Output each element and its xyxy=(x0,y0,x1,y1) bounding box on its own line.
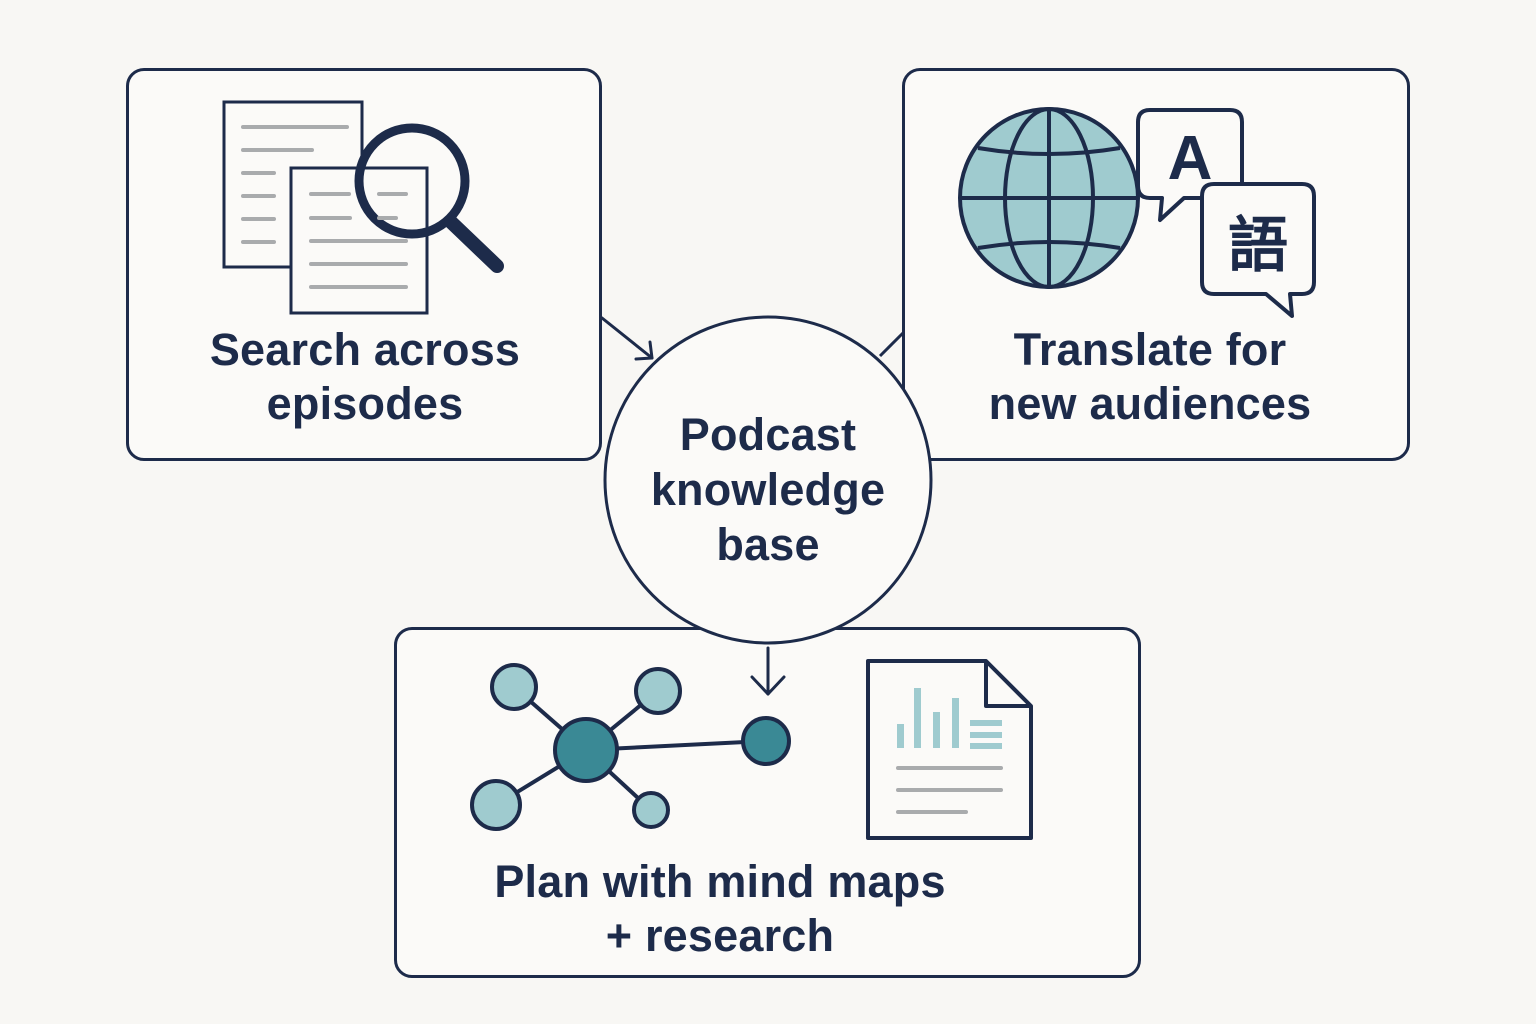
mind-map-center-node xyxy=(553,717,619,783)
hub-circle xyxy=(603,315,933,645)
search-label-line1: Search across xyxy=(209,324,521,375)
mind-map-node xyxy=(490,663,538,711)
hub-label-line1: Podcast xyxy=(679,409,857,460)
hub-label-line3: base xyxy=(716,518,820,570)
bubble-latin-text: A xyxy=(1168,124,1213,193)
translate-panel-label: Translate for new audiences xyxy=(925,323,1375,431)
plan-label-line1: Plan with mind maps xyxy=(494,856,946,907)
mind-map-node xyxy=(632,791,670,829)
bubble-cjk-text: 語 xyxy=(1228,211,1288,281)
report-document-icon xyxy=(866,659,1033,840)
connector-hub-to-translate xyxy=(878,330,906,358)
search-panel-label: Search across episodes xyxy=(150,323,580,431)
connector-hub-to-plan xyxy=(750,646,786,696)
globe-icon xyxy=(958,107,1140,289)
translate-label-line1: Translate for xyxy=(1013,324,1287,375)
search-label-line2: episodes xyxy=(266,378,464,429)
translate-label-line2: new audiences xyxy=(988,378,1312,429)
mind-map-icon xyxy=(470,663,791,831)
connector-search-to-hub xyxy=(600,316,654,361)
mind-map-node xyxy=(634,667,682,715)
mind-map-node xyxy=(470,779,522,831)
plan-panel-label: Plan with mind maps + research xyxy=(440,855,1000,963)
speech-bubble-cjk: 語 xyxy=(1200,182,1316,318)
mind-map-node xyxy=(741,716,791,766)
hub-label-line2: knowledge xyxy=(650,463,886,515)
plan-label-line2: + research xyxy=(605,910,835,961)
globe-translate-icon: A 語 xyxy=(958,107,1316,318)
documents-magnifier-icon xyxy=(222,100,504,315)
hub-label: Podcast knowledge base xyxy=(618,408,918,573)
